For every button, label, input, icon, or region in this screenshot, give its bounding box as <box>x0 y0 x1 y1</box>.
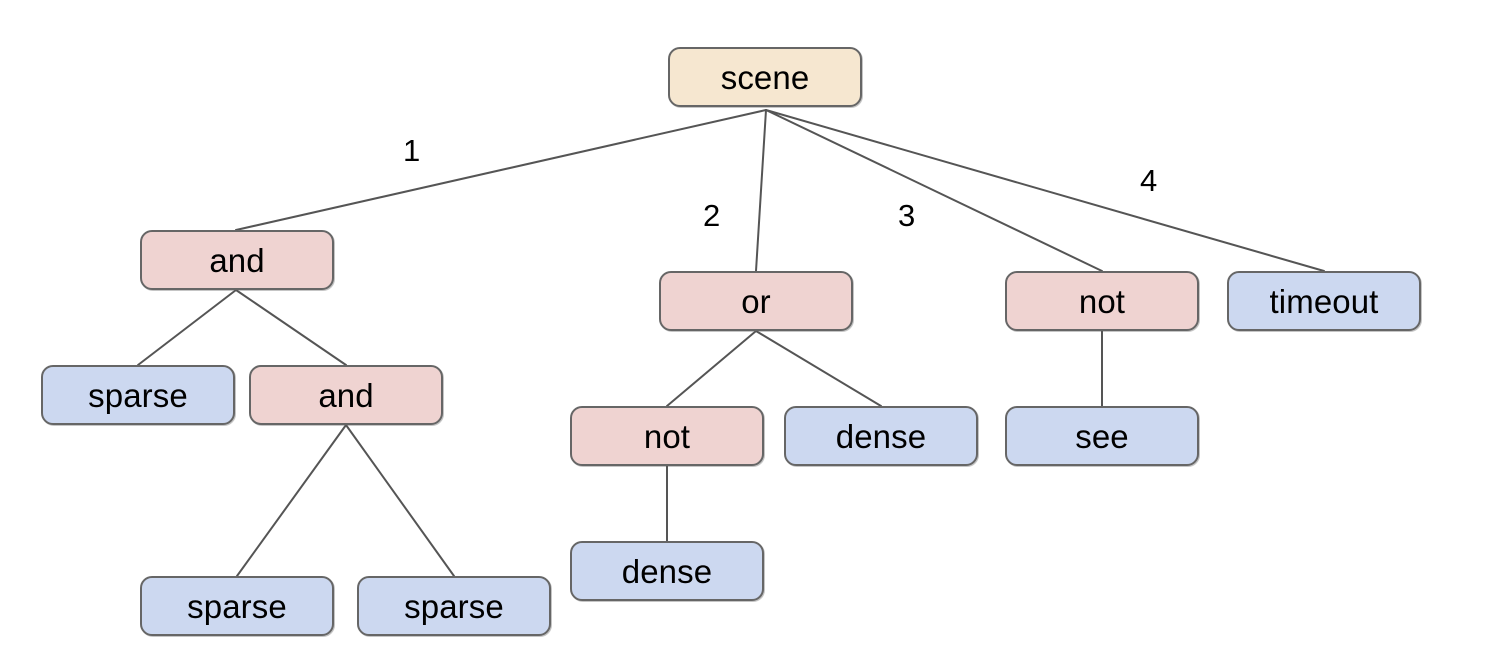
tree-edge <box>765 109 1325 272</box>
edge-label-1: 1 <box>403 133 421 168</box>
tree-node-and1[interactable]: and <box>140 230 334 290</box>
tree-node-label: not <box>1078 282 1126 320</box>
tree-node-dense2[interactable]: dense <box>570 541 764 601</box>
tree-edge <box>755 330 882 407</box>
tree-edge <box>137 289 237 366</box>
tree-node-dense1[interactable]: dense <box>784 406 978 466</box>
tree-node-label: dense <box>621 552 713 590</box>
tree-node-label: timeout <box>1269 282 1379 320</box>
tree-node-label: and <box>209 241 265 279</box>
tree-node-label: not <box>643 417 691 455</box>
tree-edge <box>235 109 767 231</box>
tree-node-sparse1[interactable]: sparse <box>41 365 235 425</box>
edge-label-4: 4 <box>1140 163 1158 198</box>
tree-node-see[interactable]: see <box>1005 406 1199 466</box>
tree-edge <box>755 109 767 272</box>
tree-node-label: sparse <box>187 587 287 625</box>
tree-node-or1[interactable]: or <box>659 271 853 331</box>
tree-node-sparse2[interactable]: sparse <box>140 576 334 636</box>
tree-node-not2[interactable]: not <box>570 406 764 466</box>
tree-edge <box>235 289 347 366</box>
tree-node-timeout[interactable]: timeout <box>1227 271 1421 331</box>
tree-node-label: see <box>1075 417 1129 455</box>
edge-label-2: 2 <box>703 198 721 233</box>
tree-edge <box>345 424 455 577</box>
tree-node-label: scene <box>720 58 810 96</box>
tree-node-label: sparse <box>404 587 504 625</box>
tree-edge <box>236 424 347 577</box>
tree-node-label: dense <box>835 417 927 455</box>
tree-edge <box>765 109 1103 272</box>
tree-node-label: and <box>318 376 374 414</box>
tree-node-sparse3[interactable]: sparse <box>357 576 551 636</box>
tree-node-not1[interactable]: not <box>1005 271 1199 331</box>
tree-node-label: or <box>741 282 771 320</box>
edge-label-3: 3 <box>898 198 916 233</box>
tree-edge <box>666 330 757 407</box>
tree-node-scene[interactable]: scene <box>668 47 862 107</box>
tree-node-and2[interactable]: and <box>249 365 443 425</box>
tree-node-label: sparse <box>88 376 188 414</box>
